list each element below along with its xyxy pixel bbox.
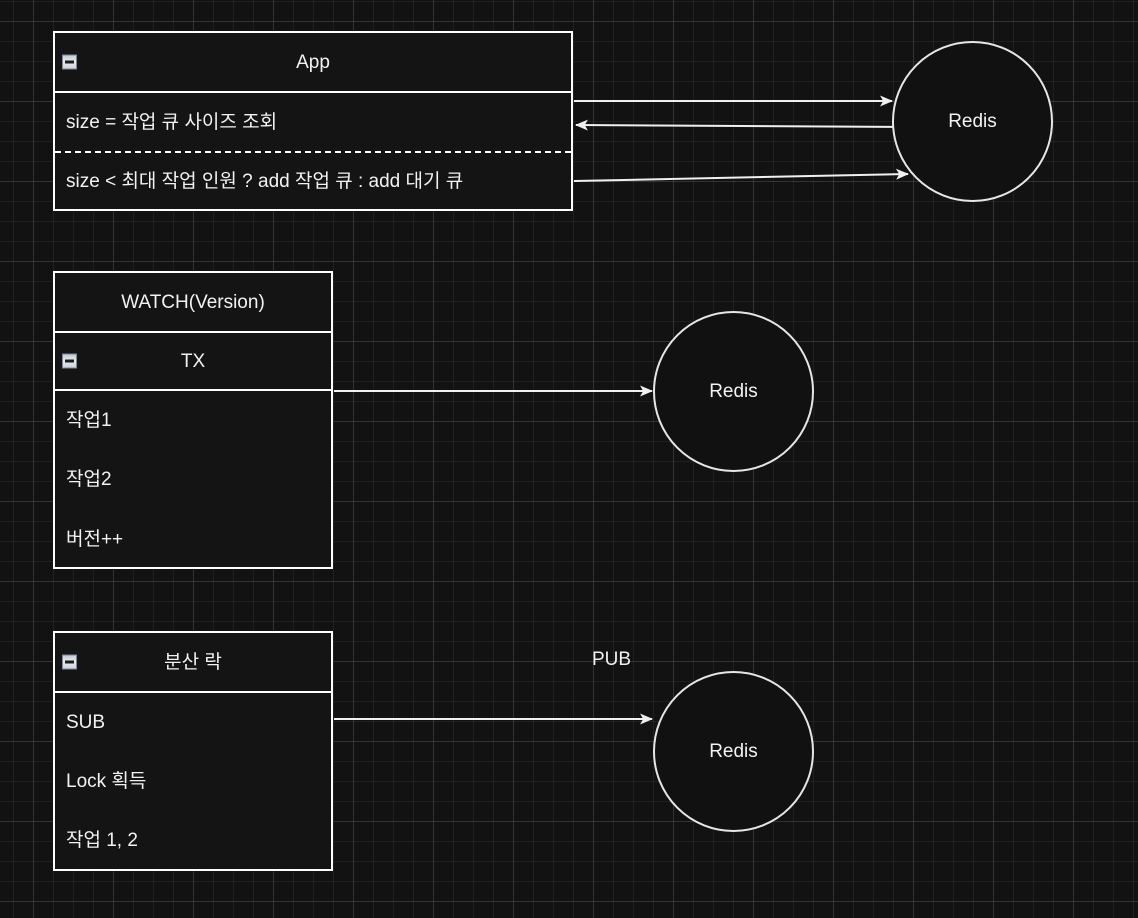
minus-collapse-icon[interactable] (62, 654, 77, 670)
app-box[interactable]: App size = 작업 큐 사이즈 조회 size < 최대 작업 인원 ?… (53, 31, 573, 211)
app-box-title-bar[interactable]: App (55, 33, 571, 91)
dist-lock-row-3-label: 작업 1, 2 (66, 829, 138, 851)
dist-lock-row-2-label: Lock 획득 (66, 770, 147, 792)
redis-node-3[interactable]: Redis (653, 671, 814, 832)
dist-lock-title-bar[interactable]: 분산 락 (55, 633, 331, 691)
redis-node-3-label: Redis (709, 740, 758, 762)
watch-version-label: WATCH(Version) (121, 291, 265, 313)
minus-collapse-icon[interactable] (62, 353, 77, 369)
dist-lock-title: 분산 락 (164, 651, 222, 673)
tx-title: TX (180, 350, 206, 372)
tx-row-3-label: 버전++ (66, 528, 124, 550)
app-box-row-2: size < 최대 작업 인원 ? add 작업 큐 : add 대기 큐 (55, 151, 571, 209)
redis-node-1-label: Redis (948, 110, 997, 132)
watch-version-header: WATCH(Version) (55, 273, 331, 331)
app-box-row-1: size = 작업 큐 사이즈 조회 (55, 91, 571, 151)
tx-row-3: 버전++ (55, 509, 331, 569)
tx-title-bar[interactable]: TX (55, 331, 331, 389)
dist-lock-row-3: 작업 1, 2 (55, 811, 331, 869)
dist-lock-row-1: SUB (55, 691, 331, 751)
tx-row-2: 작업2 (55, 449, 331, 509)
app-box-row-2-label: size < 최대 작업 인원 ? add 작업 큐 : add 대기 큐 (66, 170, 464, 192)
dist-lock-box[interactable]: 분산 락 SUB Lock 획득 작업 1, 2 (53, 631, 333, 871)
watch-tx-box[interactable]: WATCH(Version) TX 작업1 작업2 버전++ (53, 271, 333, 569)
tx-row-2-label: 작업2 (66, 468, 112, 490)
tx-row-1: 작업1 (55, 389, 331, 449)
app-box-title: App (296, 51, 330, 73)
edge-app-query-response (575, 119, 903, 131)
minus-collapse-icon[interactable] (62, 54, 77, 70)
dist-lock-row-1-label: SUB (66, 711, 106, 733)
redis-node-2[interactable]: Redis (653, 311, 814, 472)
redis-node-2-label: Redis (709, 380, 758, 402)
pub-edge-label: PUB (592, 649, 632, 670)
dist-lock-row-2: Lock 획득 (55, 751, 331, 811)
tx-row-1-label: 작업1 (66, 409, 112, 431)
redis-node-1[interactable]: Redis (892, 41, 1053, 202)
app-box-row-1-label: size = 작업 큐 사이즈 조회 (66, 111, 278, 133)
edge-app-add-queue (573, 168, 909, 182)
